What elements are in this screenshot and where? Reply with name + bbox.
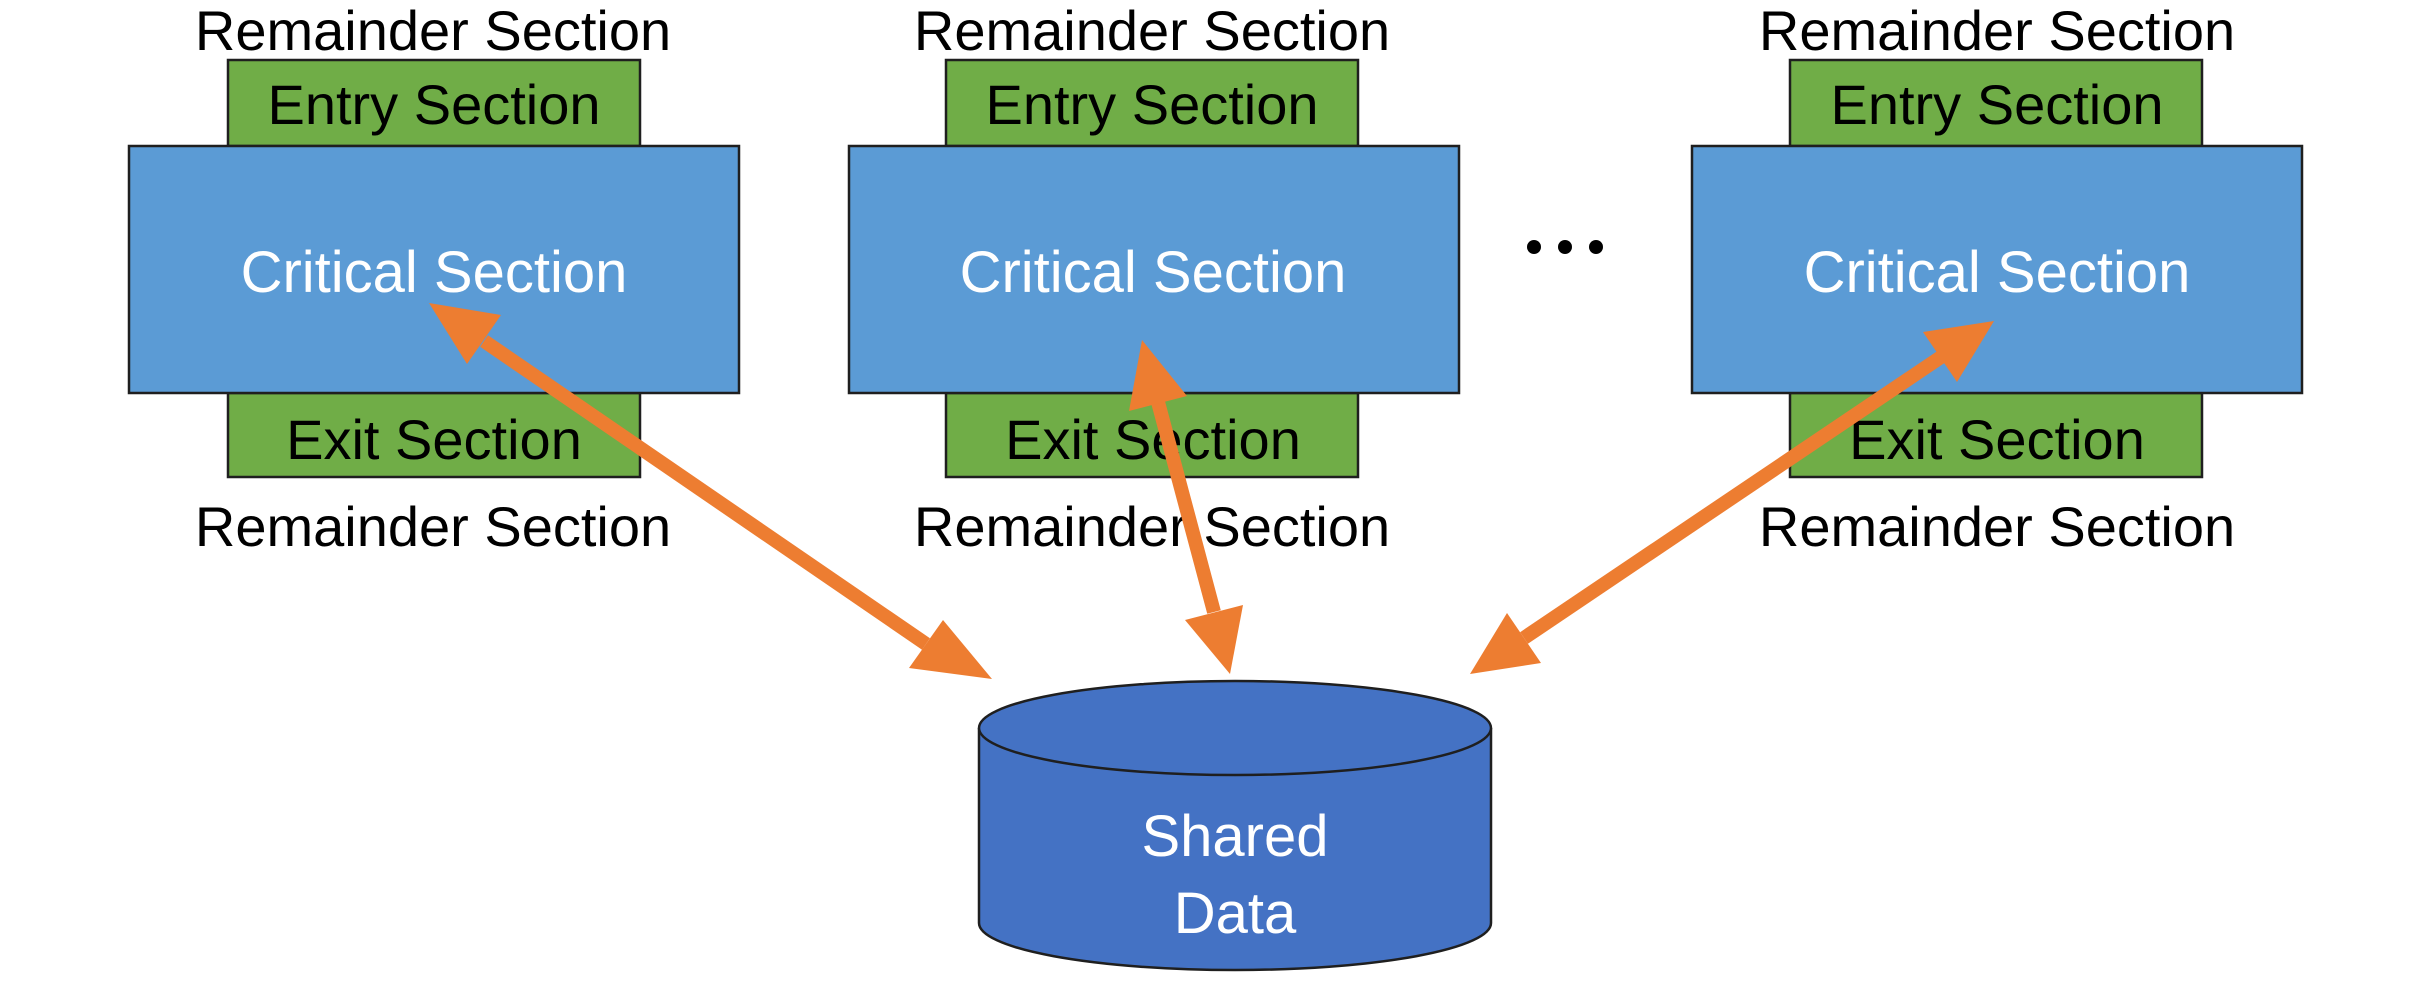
critical-section-box [847,144,1461,395]
ellipsis-dots [1527,240,1603,254]
exit-section-label: Exit Section [286,408,582,471]
remainder-section-bottom-label: Remainder Section [1759,495,2235,558]
ellipsis-dot [1589,240,1603,254]
exit-section-label: Exit Section [1005,408,1301,471]
exit-section-box [944,391,1360,479]
ellipsis-dot [1527,240,1541,254]
ellipsis-dot [1558,240,1572,254]
arrow-head-icon [1923,321,1994,382]
shared-data-label-line1: Shared [1141,804,1328,869]
arrow-head-icon [1470,613,1541,674]
critical-section-box [127,144,741,395]
remainder-section-top-label: Remainder Section [1759,0,2235,62]
entry-section-label: Entry Section [985,73,1318,136]
arrow-head-icon [429,303,501,364]
entry-section-box [226,58,642,148]
arrow-process-2-shared-data [1129,340,1243,674]
arrow-head-icon [1129,340,1187,411]
arrow-shaft [480,335,930,650]
remainder-section-bottom-label: Remainder Section [195,495,671,558]
entry-section-box [944,58,1360,148]
shared-data-label-line2: Data [1174,881,1297,946]
remainder-section-top-label: Remainder Section [914,0,1390,62]
arrow-shaft [1520,351,1945,644]
entry-section-label: Entry Section [1830,73,2163,136]
critical-section-label: Critical Section [241,240,628,305]
process-2: Remainder Section Entry Section Critical… [847,0,1461,558]
arrow-head-icon [1185,605,1243,674]
shared-data-cylinder: Shared Data [977,679,1493,972]
critical-section-box [1690,144,2304,395]
cylinder-top [977,679,1493,777]
remainder-section-bottom-label: Remainder Section [914,495,1390,558]
arrow-process-3-shared-data [1470,321,1994,674]
arrow-shaft [1151,400,1221,614]
remainder-section-top-label: Remainder Section [195,0,671,62]
critical-section-label: Critical Section [1804,240,2191,305]
process-3: Remainder Section Entry Section Critical… [1690,0,2304,558]
exit-section-label: Exit Section [1849,408,2145,471]
arrow-process-1-shared-data [429,303,992,679]
arrow-head-icon [909,620,992,679]
critical-section-label: Critical Section [960,240,1347,305]
entry-section-label: Entry Section [267,73,600,136]
process-1: Remainder Section Entry Section Critical… [127,0,741,558]
cylinder-body [977,728,1493,972]
